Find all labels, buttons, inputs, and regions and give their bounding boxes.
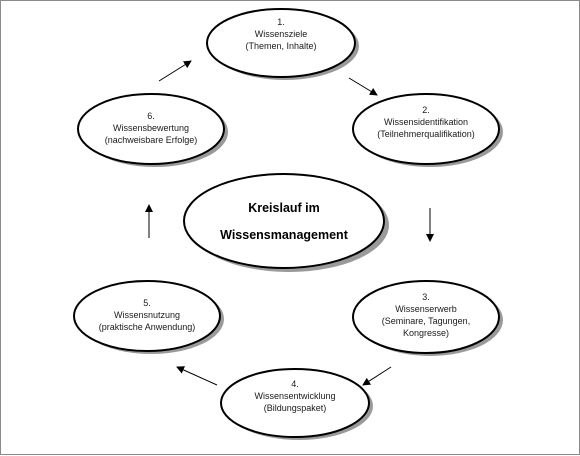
node-4-title: Wissensentwicklung [254, 391, 336, 401]
node-4-label: 4. Wissensentwicklung (Bildungspaket) [221, 378, 369, 414]
node-1-title: Wissensziele [254, 29, 308, 39]
node-5-number: 5. [143, 298, 151, 308]
center-title-line-2: Wissensmanagement [220, 228, 348, 242]
arrow-6-to-1 [158, 60, 192, 82]
center-label: Kreislauf im Wissensmanagement [194, 195, 374, 249]
node-3-number: 3. [422, 292, 430, 302]
arrow-3-to-4 [362, 366, 392, 386]
node-3-ellipse [352, 280, 500, 354]
node-6-number: 6. [147, 111, 155, 121]
node-6-detail: (nachweisbare Erfolge) [104, 135, 198, 145]
node-5-label: 5. Wissensnutzung (praktische Anwendung) [74, 297, 220, 333]
node-2-label: 2. Wissensidentifikation (Teilnehmerqual… [353, 104, 499, 140]
node-1-ellipse [206, 8, 356, 78]
node-5-ellipse [73, 280, 221, 352]
node-6-ellipse [77, 93, 225, 165]
node-3-title: Wissenserwerb [395, 304, 457, 314]
center-ellipse [183, 173, 385, 269]
node-2-detail: (Teilnehmerqualifikation) [377, 129, 475, 139]
node-2-ellipse [352, 93, 500, 165]
node-1-label: 1. Wissensziele (Themen, Inhalte) [207, 16, 355, 52]
node-2-title: Wissensidentifikation [383, 117, 469, 127]
node-1-detail: (Themen, Inhalte) [245, 41, 317, 51]
node-4-ellipse [220, 368, 370, 438]
node-3-detail-2: Kongresse) [402, 328, 450, 338]
arrow-1-to-2 [348, 77, 378, 96]
center-title-line-1: Kreislauf im [248, 201, 320, 215]
node-5-title: Wissensnutzung [113, 310, 181, 320]
node-3-label: 3. Wissenserwerb (Seminare, Tagungen, Ko… [353, 291, 499, 339]
node-4-number: 4. [291, 379, 299, 389]
node-6-title: Wissensbewertung [112, 123, 190, 133]
node-3-detail: (Seminare, Tagungen, [381, 316, 471, 326]
node-4-detail: (Bildungspaket) [263, 403, 327, 413]
node-5-detail: (praktische Anwendung) [98, 322, 196, 332]
node-1-number: 1. [277, 17, 285, 27]
arrow-4-to-5 [176, 366, 218, 386]
node-6-label: 6. Wissensbewertung (nachweisbare Erfolg… [78, 110, 224, 146]
node-2-number: 2. [422, 105, 430, 115]
